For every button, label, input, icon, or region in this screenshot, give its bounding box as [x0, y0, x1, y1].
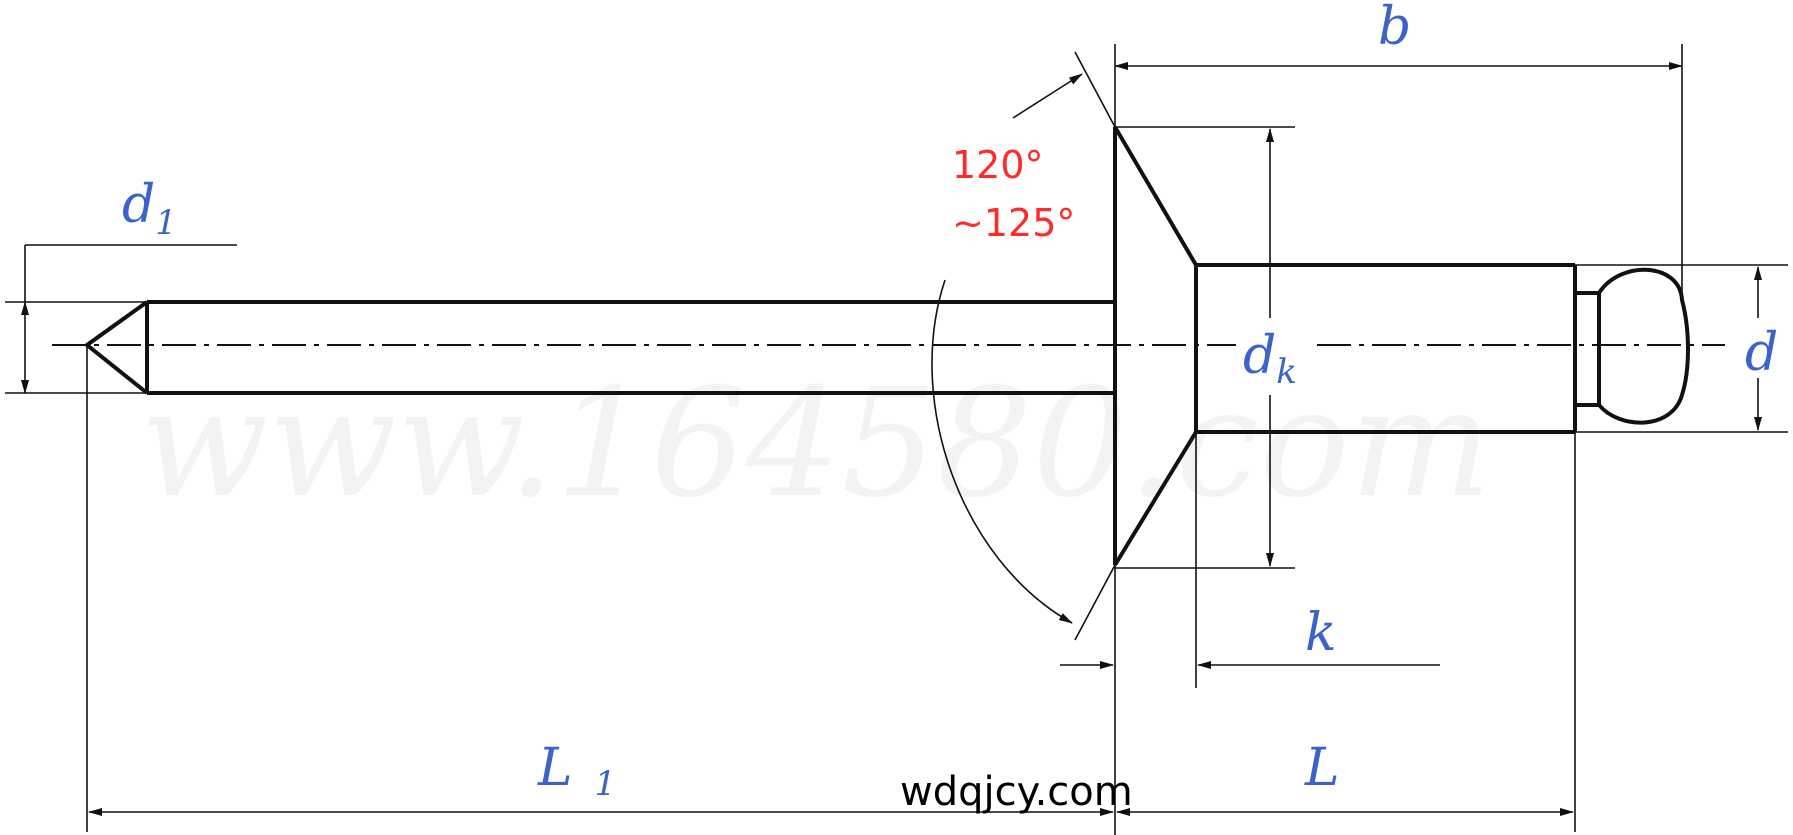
- mandrel: [83, 300, 1115, 395]
- angle-text-line2: ~125°: [952, 201, 1075, 245]
- angle-text-line1: 120°: [952, 143, 1044, 187]
- mandrel-bulb: [1573, 267, 1690, 425]
- label-k: k: [1305, 603, 1337, 663]
- label-dk: dk: [1243, 326, 1297, 392]
- dim-L: [1116, 432, 1576, 832]
- dim-k: [1060, 432, 1440, 835]
- site-caption: wdqjcy.com: [900, 769, 1133, 815]
- label-dk-bg: [1236, 318, 1316, 390]
- label-d: d: [1745, 323, 1778, 383]
- label-d-bg: [1730, 318, 1790, 378]
- rivet-head: [1113, 125, 1198, 567]
- label-b: b: [1378, 0, 1411, 57]
- dim-d1: [5, 244, 237, 394]
- label-d1: d1: [122, 175, 177, 243]
- dim-dk: [1115, 126, 1295, 569]
- label-L: L: [1304, 738, 1340, 798]
- dim-b: [1114, 44, 1683, 300]
- dim-L1: [86, 345, 1114, 832]
- dim-head-angle: [931, 51, 1116, 641]
